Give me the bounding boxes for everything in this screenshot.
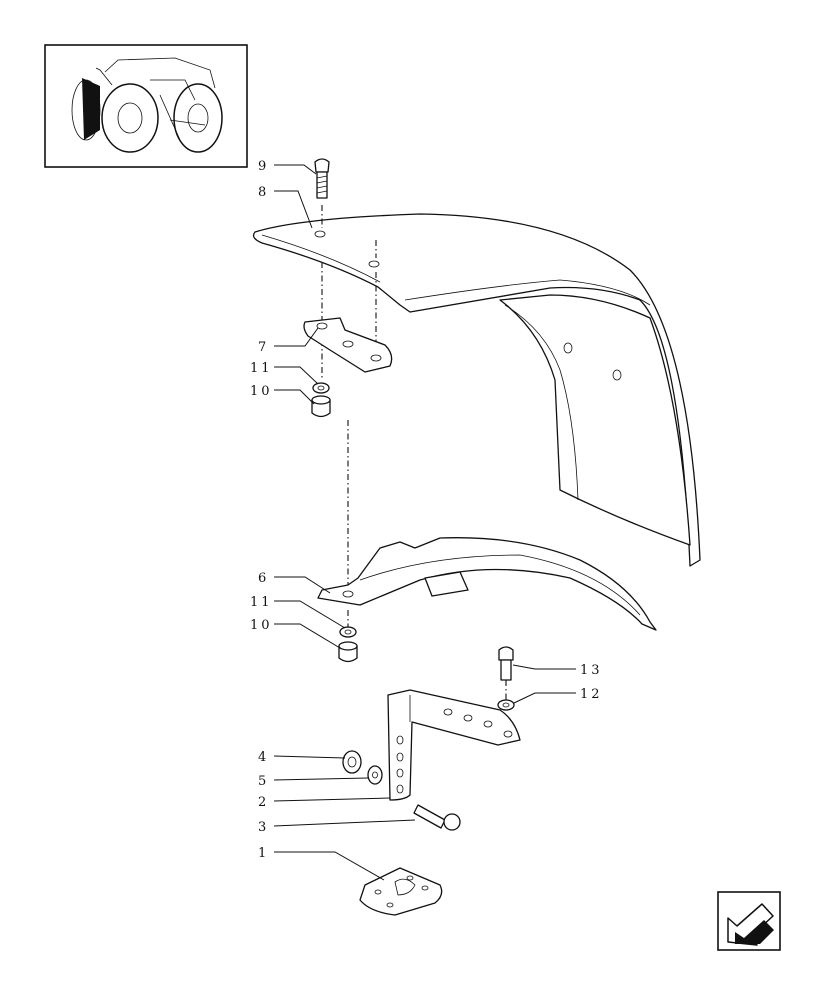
- fender-part-8: [252, 213, 701, 567]
- nut-part-4: [342, 750, 362, 774]
- washer-part-11-upper: [312, 382, 330, 394]
- callout-10-upper: 10: [250, 384, 273, 399]
- washer-part-5: [367, 765, 383, 785]
- washer-part-12: [497, 699, 515, 711]
- callout-8: 8: [258, 185, 269, 200]
- callout-3: 3: [258, 820, 269, 835]
- leader-lines: [273, 164, 576, 881]
- washer-part-11-lower: [339, 626, 357, 638]
- back-arrow-icon: [727, 903, 774, 946]
- bolt-part-9: [314, 158, 330, 199]
- bolt-part-3: [413, 804, 461, 831]
- callout-11-upper: 11: [250, 361, 273, 376]
- callout-7: 7: [258, 340, 269, 355]
- callout-6: 6: [258, 571, 269, 586]
- callout-12: 12: [580, 687, 603, 702]
- nut-part-10-upper: [311, 395, 331, 418]
- callout-5: 5: [258, 774, 269, 789]
- support-arm-part-6: [317, 537, 657, 631]
- callout-9: 9: [258, 159, 269, 174]
- l-bracket-part-2: [387, 689, 521, 801]
- back-arrow-button[interactable]: [717, 891, 781, 951]
- callout-13: 13: [580, 663, 603, 678]
- bracket-part-7: [303, 317, 393, 373]
- callout-1: 1: [258, 846, 269, 861]
- tractor-thumbnail: [44, 44, 248, 168]
- plate-part-1: [359, 867, 443, 916]
- callout-2: 2: [258, 795, 269, 810]
- nut-part-10-lower: [338, 641, 358, 663]
- callout-11-lower: 11: [250, 595, 273, 610]
- callout-4: 4: [258, 750, 269, 765]
- callout-labels: 9 8 7 11 10 6 11 10 13 12 4 5 2 3 1: [250, 159, 603, 861]
- bolt-part-13: [498, 646, 514, 681]
- callout-10-lower: 10: [250, 618, 273, 633]
